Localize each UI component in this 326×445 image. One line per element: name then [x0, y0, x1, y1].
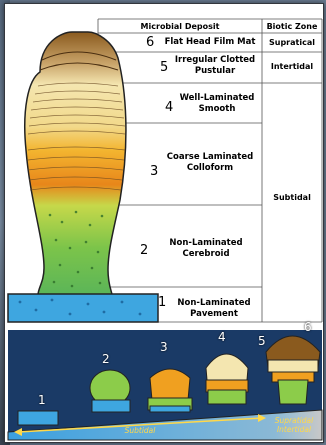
- ramp-label-supratidal: Supratidal: [266, 416, 322, 425]
- row-1-label: Non-Laminated Pavement: [166, 298, 262, 320]
- zone-subtidal: Subtidal: [262, 193, 322, 202]
- ramp-label-subtidal: Subtidal: [110, 426, 170, 435]
- row-5-label: Irregular Clotted Pustular: [168, 55, 262, 77]
- row-3-number: 3: [150, 164, 158, 179]
- zone-supratical: Supratical: [262, 38, 322, 47]
- stage-5-number: 5: [258, 334, 266, 348]
- stage-2-number: 2: [102, 352, 110, 366]
- row-6-number: 6: [146, 35, 154, 50]
- row-2-number: 2: [140, 243, 148, 258]
- header-microbial-deposit: Microbial Deposit: [98, 19, 262, 33]
- row-4-label: Well-Laminated Smooth: [174, 93, 260, 115]
- stromatolite-column: [8, 32, 158, 322]
- zone-intertidal: Intertidal: [262, 62, 322, 71]
- row-2-label: Non-Laminated Cerebroid: [152, 238, 260, 260]
- stage-6-number: 6: [304, 320, 312, 334]
- stage-4-number: 4: [218, 330, 226, 344]
- stage-1-number: 1: [38, 393, 46, 407]
- ramp-label-intertidal: Intertidal: [266, 425, 322, 434]
- row-4-number: 4: [165, 100, 173, 115]
- row-3-label: Coarse Laminated Colloform: [160, 152, 260, 174]
- stage-3-number: 3: [160, 340, 168, 354]
- row-6-label: Flat Head Film Mat: [158, 37, 262, 48]
- header-biotic-zone: Biotic Zone: [262, 19, 322, 33]
